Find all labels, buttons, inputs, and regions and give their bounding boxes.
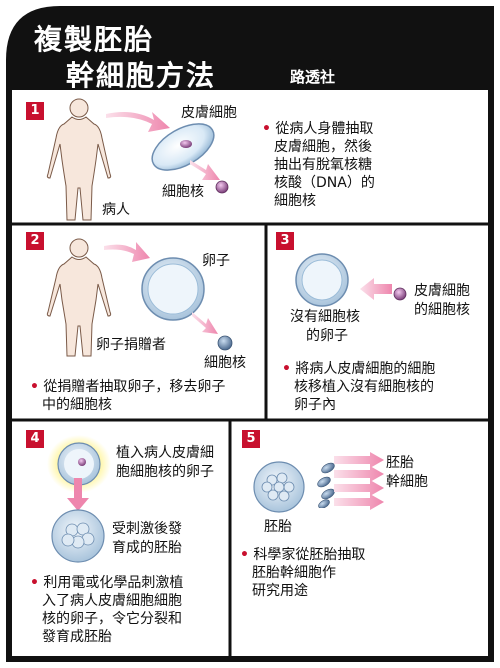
implanted-egg-label: 植入病人皮膚細 胞細胞核的卵子 xyxy=(116,444,214,482)
step-5-desc-line: 科學家從胚胎抽取 xyxy=(253,547,366,563)
step-1-desc-line: 抽出有脫氧核糖 xyxy=(274,157,372,173)
step-4-desc-line: 發育成胚胎 xyxy=(42,629,112,645)
arrows-to-stem-cells xyxy=(334,452,384,510)
embryo-label-line: 育成的胚胎 xyxy=(112,540,182,556)
step-2-description: • 從捐贈者抽取卵子，移去卵子 中的細胞核 xyxy=(30,379,226,413)
arrow-egg-to-nucleus xyxy=(192,312,218,334)
egg-label: 卵子 xyxy=(202,253,230,269)
enucleated-label-line: 的卵子 xyxy=(306,328,348,344)
enucleated-egg-icon xyxy=(295,253,349,307)
nucleus-icon-1 xyxy=(215,180,229,194)
step-3-desc-line: 卵子內 xyxy=(294,397,336,413)
step-3-desc-line: 核移植入沒有細胞核的 xyxy=(294,379,434,395)
step-5-description: • 科學家從胚胎抽取 胚胎幹細胞作 研究用途 xyxy=(240,547,366,599)
step-4-desc-line: 核的卵子，令它分裂和 xyxy=(42,611,182,627)
patient-figure xyxy=(46,98,112,221)
step-1-desc-line: 核酸（DNA）的 xyxy=(274,175,375,191)
step-3-badge: 3 xyxy=(276,232,294,250)
step-1-desc-line: 細胞核 xyxy=(274,193,316,209)
step-3-description: • 將病人皮膚細胞的細胞 核移植入沒有細胞核的 卵子內 xyxy=(282,361,436,413)
arrow-to-egg xyxy=(104,242,150,262)
embryo-icon-5 xyxy=(253,461,305,513)
embryo-icon-4 xyxy=(51,509,105,563)
source-credit: 路透社 xyxy=(290,68,336,86)
skin-nucleus-label-line: 的細胞核 xyxy=(414,302,470,318)
nucleus-label-1: 細胞核 xyxy=(162,184,204,200)
stem-cell-label-line: 幹細胞 xyxy=(386,474,428,490)
step-1-description: • 從病人身體抽取 皮膚細胞，然後 抽出有脫氧核糖 核酸（DNA）的 細胞核 xyxy=(262,121,375,209)
donor-figure xyxy=(46,238,112,357)
step-1-badge: 1 xyxy=(26,102,44,120)
step-1-desc-line: 皮膚細胞，然後 xyxy=(274,139,372,155)
step-4-badge: 4 xyxy=(26,430,44,448)
stem-cell-label-line: 胚胎 xyxy=(386,455,414,471)
nucleus-label-2: 細胞核 xyxy=(204,355,246,371)
implanted-label-line: 植入病人皮膚細 xyxy=(116,445,214,461)
enucleated-label-line: 沒有細胞核 xyxy=(290,309,360,325)
step-5-desc-line: 胚胎幹細胞作 xyxy=(252,565,336,581)
step-4-description: • 利用電或化學品刺激植 入了病人皮膚細胞細胞 核的卵子，令它分裂和 發育成胚胎 xyxy=(30,575,184,645)
skin-nucleus-label-line: 皮膚細胞 xyxy=(414,283,470,299)
page-title-line2: 幹細胞方法 xyxy=(66,59,217,92)
skin-nucleus-icon xyxy=(393,287,407,301)
step-2-badge: 2 xyxy=(26,232,44,250)
step-2-desc-line: 從捐贈者抽取卵子，移去卵子 xyxy=(43,379,226,395)
implanted-label-line: 胞細胞核的卵子 xyxy=(116,464,214,480)
skin-cell-label: 皮膚細胞 xyxy=(181,105,237,121)
step-3-desc-line: 將病人皮膚細胞的細胞 xyxy=(295,361,436,377)
step-5-desc-line: 研究用途 xyxy=(252,583,308,599)
implanted-egg-icon xyxy=(47,435,111,493)
arrow-to-skin-cell xyxy=(106,112,170,132)
enucleated-egg-label: 沒有細胞核 的卵子 xyxy=(290,308,360,346)
arrow-to-enucleated-egg xyxy=(360,278,392,300)
embryo-label-line: 受刺激後發 xyxy=(112,521,182,537)
donor-label: 卵子捐贈者 xyxy=(96,337,166,353)
embryo-label-5: 胚胎 xyxy=(264,519,292,535)
egg-cell-icon xyxy=(141,257,205,321)
step-4-desc-line: 入了病人皮膚細胞細胞 xyxy=(42,593,182,609)
skin-nucleus-label: 皮膚細胞 的細胞核 xyxy=(414,282,470,320)
nucleus-icon-2 xyxy=(217,335,233,351)
step-4-desc-line: 利用電或化學品刺激植 xyxy=(43,575,184,591)
arrow-down-to-embryo xyxy=(67,478,89,511)
patient-label: 病人 xyxy=(102,202,130,218)
arrow-to-nucleus xyxy=(190,160,220,180)
stem-cells-icon xyxy=(317,462,335,508)
step-5-badge: 5 xyxy=(242,430,260,448)
step-2-desc-line: 中的細胞核 xyxy=(42,397,112,413)
step-1-desc-line: 從病人身體抽取 xyxy=(275,121,374,137)
embryo-label-4: 受刺激後發 育成的胚胎 xyxy=(112,520,182,558)
stem-cell-label: 胚胎 幹細胞 xyxy=(386,454,428,492)
page-title-line1: 複製胚胎 xyxy=(34,23,155,56)
